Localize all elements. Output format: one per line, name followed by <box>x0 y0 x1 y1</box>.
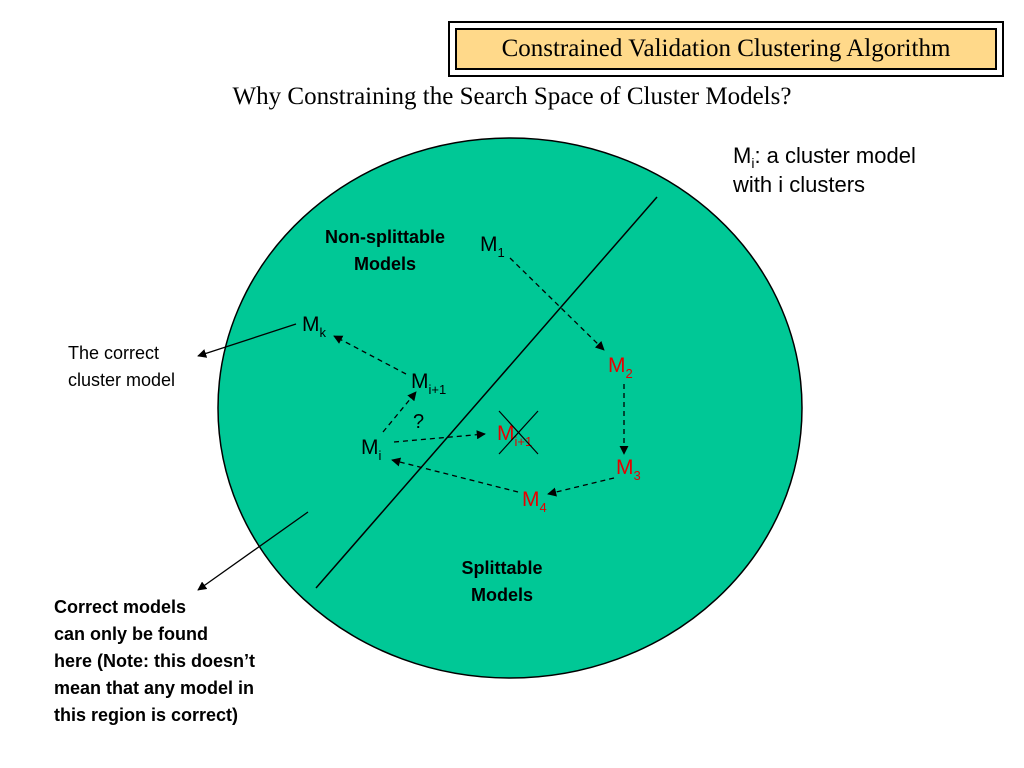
model-mi: Mi <box>361 436 382 463</box>
model-mi-plus-1-crossed: Mi+1 <box>497 422 532 449</box>
legend-line-2: with i clusters <box>732 172 865 197</box>
slide-title: Constrained Validation Clustering Algori… <box>455 28 997 70</box>
correct-model-label-1: The correct <box>68 343 159 363</box>
slide-subtitle: Why Constraining the Search Space of Clu… <box>232 83 792 110</box>
arrow-m4-to-mi <box>391 457 519 493</box>
model-space-circle <box>217 137 803 679</box>
question-mark: ? <box>413 411 424 433</box>
model-m3: M3 <box>616 456 641 483</box>
arrow-m1-to-m2 <box>509 257 605 351</box>
title-box: Constrained Validation Clustering Algori… <box>448 21 1004 77</box>
splittable-label-1: Splittable <box>461 558 542 578</box>
correct-region-note-5: this region is correct) <box>54 705 238 725</box>
arrow-mi-to-mi-plus-1-crossed <box>393 430 486 443</box>
model-mi-plus-1: Mi+1 <box>411 370 446 397</box>
model-mk: Mk <box>302 313 327 340</box>
non-splittable-label-1: Non-splittable <box>325 227 445 247</box>
correct-region-note-2: can only be found <box>54 624 208 644</box>
region-divider-line <box>315 196 658 589</box>
arrow-to-correct-model-label <box>197 323 297 358</box>
non-splittable-label-2: Models <box>354 254 416 274</box>
model-m1: M1 <box>480 233 505 260</box>
correct-region-note-4: mean that any model in <box>54 678 254 698</box>
legend-line-1: Mi: a cluster model <box>733 143 916 171</box>
correct-region-note-1: Correct models <box>54 597 186 617</box>
cross-mark-line-2 <box>498 410 539 455</box>
correct-model-label-2: cluster model <box>68 370 175 390</box>
splittable-label-2: Models <box>471 585 533 605</box>
correct-region-note-3: here (Note: this doesn’t <box>54 651 255 671</box>
model-m4: M4 <box>522 488 547 515</box>
arrow-m3-to-m4 <box>547 477 615 497</box>
model-m2: M2 <box>608 354 633 381</box>
arrow-to-correct-region-label <box>197 511 309 591</box>
arrow-mi-plus-1-to-mk <box>333 335 407 375</box>
